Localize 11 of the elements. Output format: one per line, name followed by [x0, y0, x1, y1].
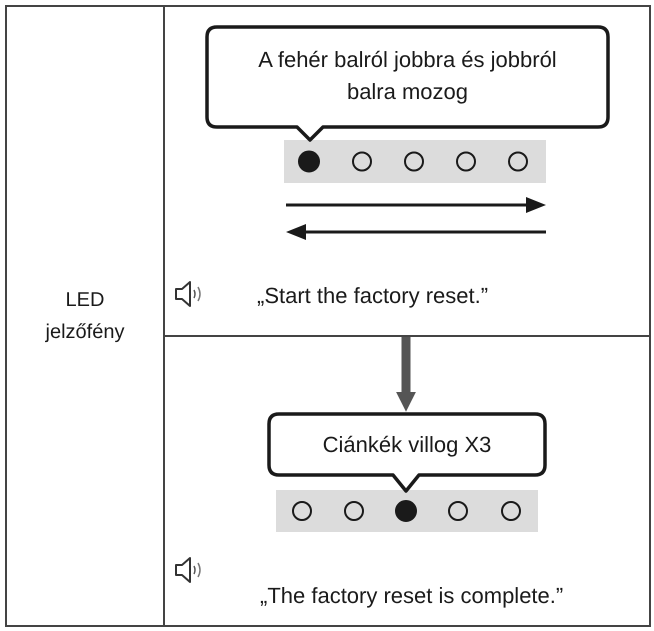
voice-prompt-text: „Start the factory reset.” — [257, 282, 488, 310]
callout-text: Ciánkék villog X3 — [322, 430, 492, 459]
table-cell — [163, 5, 651, 337]
table-cell — [163, 335, 651, 627]
speech-bubble — [205, 25, 610, 142]
arrow — [396, 337, 416, 412]
callout-text: A fehér balról jobbra és jobbról balra mozog — [257, 46, 558, 106]
table-cell — [5, 5, 165, 627]
speech-bubble — [267, 412, 547, 493]
row-header: LED jelzőfény — [44, 288, 126, 345]
voice-prompt-text: „The factory reset is complete.” — [260, 582, 564, 610]
